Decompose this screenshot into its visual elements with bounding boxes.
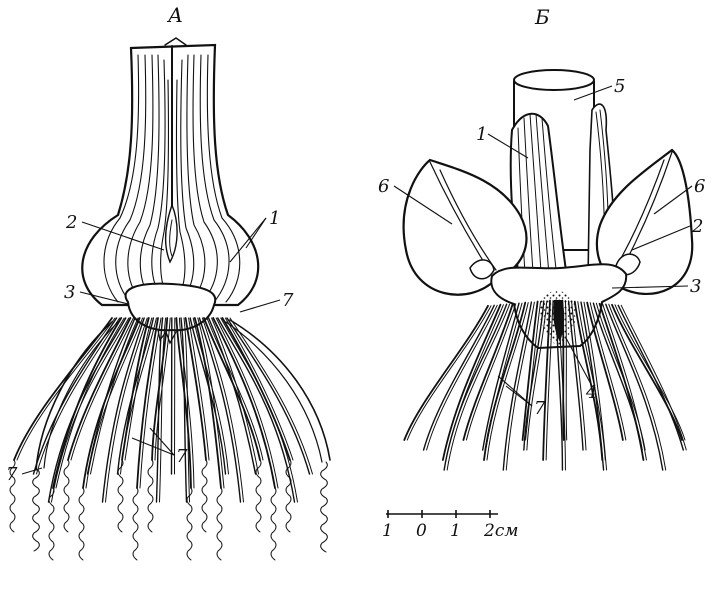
panel-a <box>82 38 258 343</box>
root-hair <box>321 462 328 552</box>
panel-b-label-6-right: 6 <box>694 176 705 197</box>
panel-b-label-3: 3 <box>690 276 701 297</box>
root-hair <box>133 488 138 560</box>
panel-a-roots <box>10 318 330 560</box>
panel-a-label-3: 3 <box>64 282 75 303</box>
scale-tick-label: 2см <box>483 521 518 541</box>
root-hair <box>256 460 261 532</box>
root <box>565 301 566 440</box>
root-hair <box>79 488 84 560</box>
panel-b-left-bud <box>470 260 494 279</box>
panel-a-bulb-outline <box>82 45 258 305</box>
panel-a-label-1: 1 <box>269 208 280 229</box>
scale-tick-label: 1 <box>450 521 461 541</box>
panel-a-title: А <box>166 3 183 27</box>
root-hair <box>202 460 207 532</box>
scale-tick-label: 0 <box>416 521 427 541</box>
root-hair <box>217 488 222 560</box>
panel-b-title: Б <box>534 5 550 29</box>
panel-a-top-cut <box>165 38 186 45</box>
root <box>593 303 642 450</box>
panel-b-label-6-left: 6 <box>378 176 389 197</box>
panel-a-label-7-mid: 7 <box>176 446 188 467</box>
panel-b-label-1: 1 <box>476 124 487 145</box>
panel-a-label-2: 2 <box>65 212 77 233</box>
panel-a-label-7-right: 7 <box>282 290 294 311</box>
panel-a-label-7-left: 7 <box>6 464 18 485</box>
root-hair <box>271 488 276 560</box>
root-hair <box>33 470 40 551</box>
panel-b-label-2: 2 <box>691 216 703 237</box>
root <box>606 304 663 470</box>
root-hair <box>148 460 153 532</box>
root <box>562 301 563 440</box>
root-hair <box>64 460 69 532</box>
scale-bar: 1 0 1 2см <box>382 510 518 541</box>
root <box>221 318 298 502</box>
panel-b-label-5: 5 <box>614 76 625 97</box>
scale-tick-label: 1 <box>382 521 393 541</box>
panel-b-stem-top <box>514 70 594 90</box>
root <box>14 318 112 460</box>
panel-b-label-7: 7 <box>534 398 546 419</box>
panel-b <box>404 70 693 348</box>
